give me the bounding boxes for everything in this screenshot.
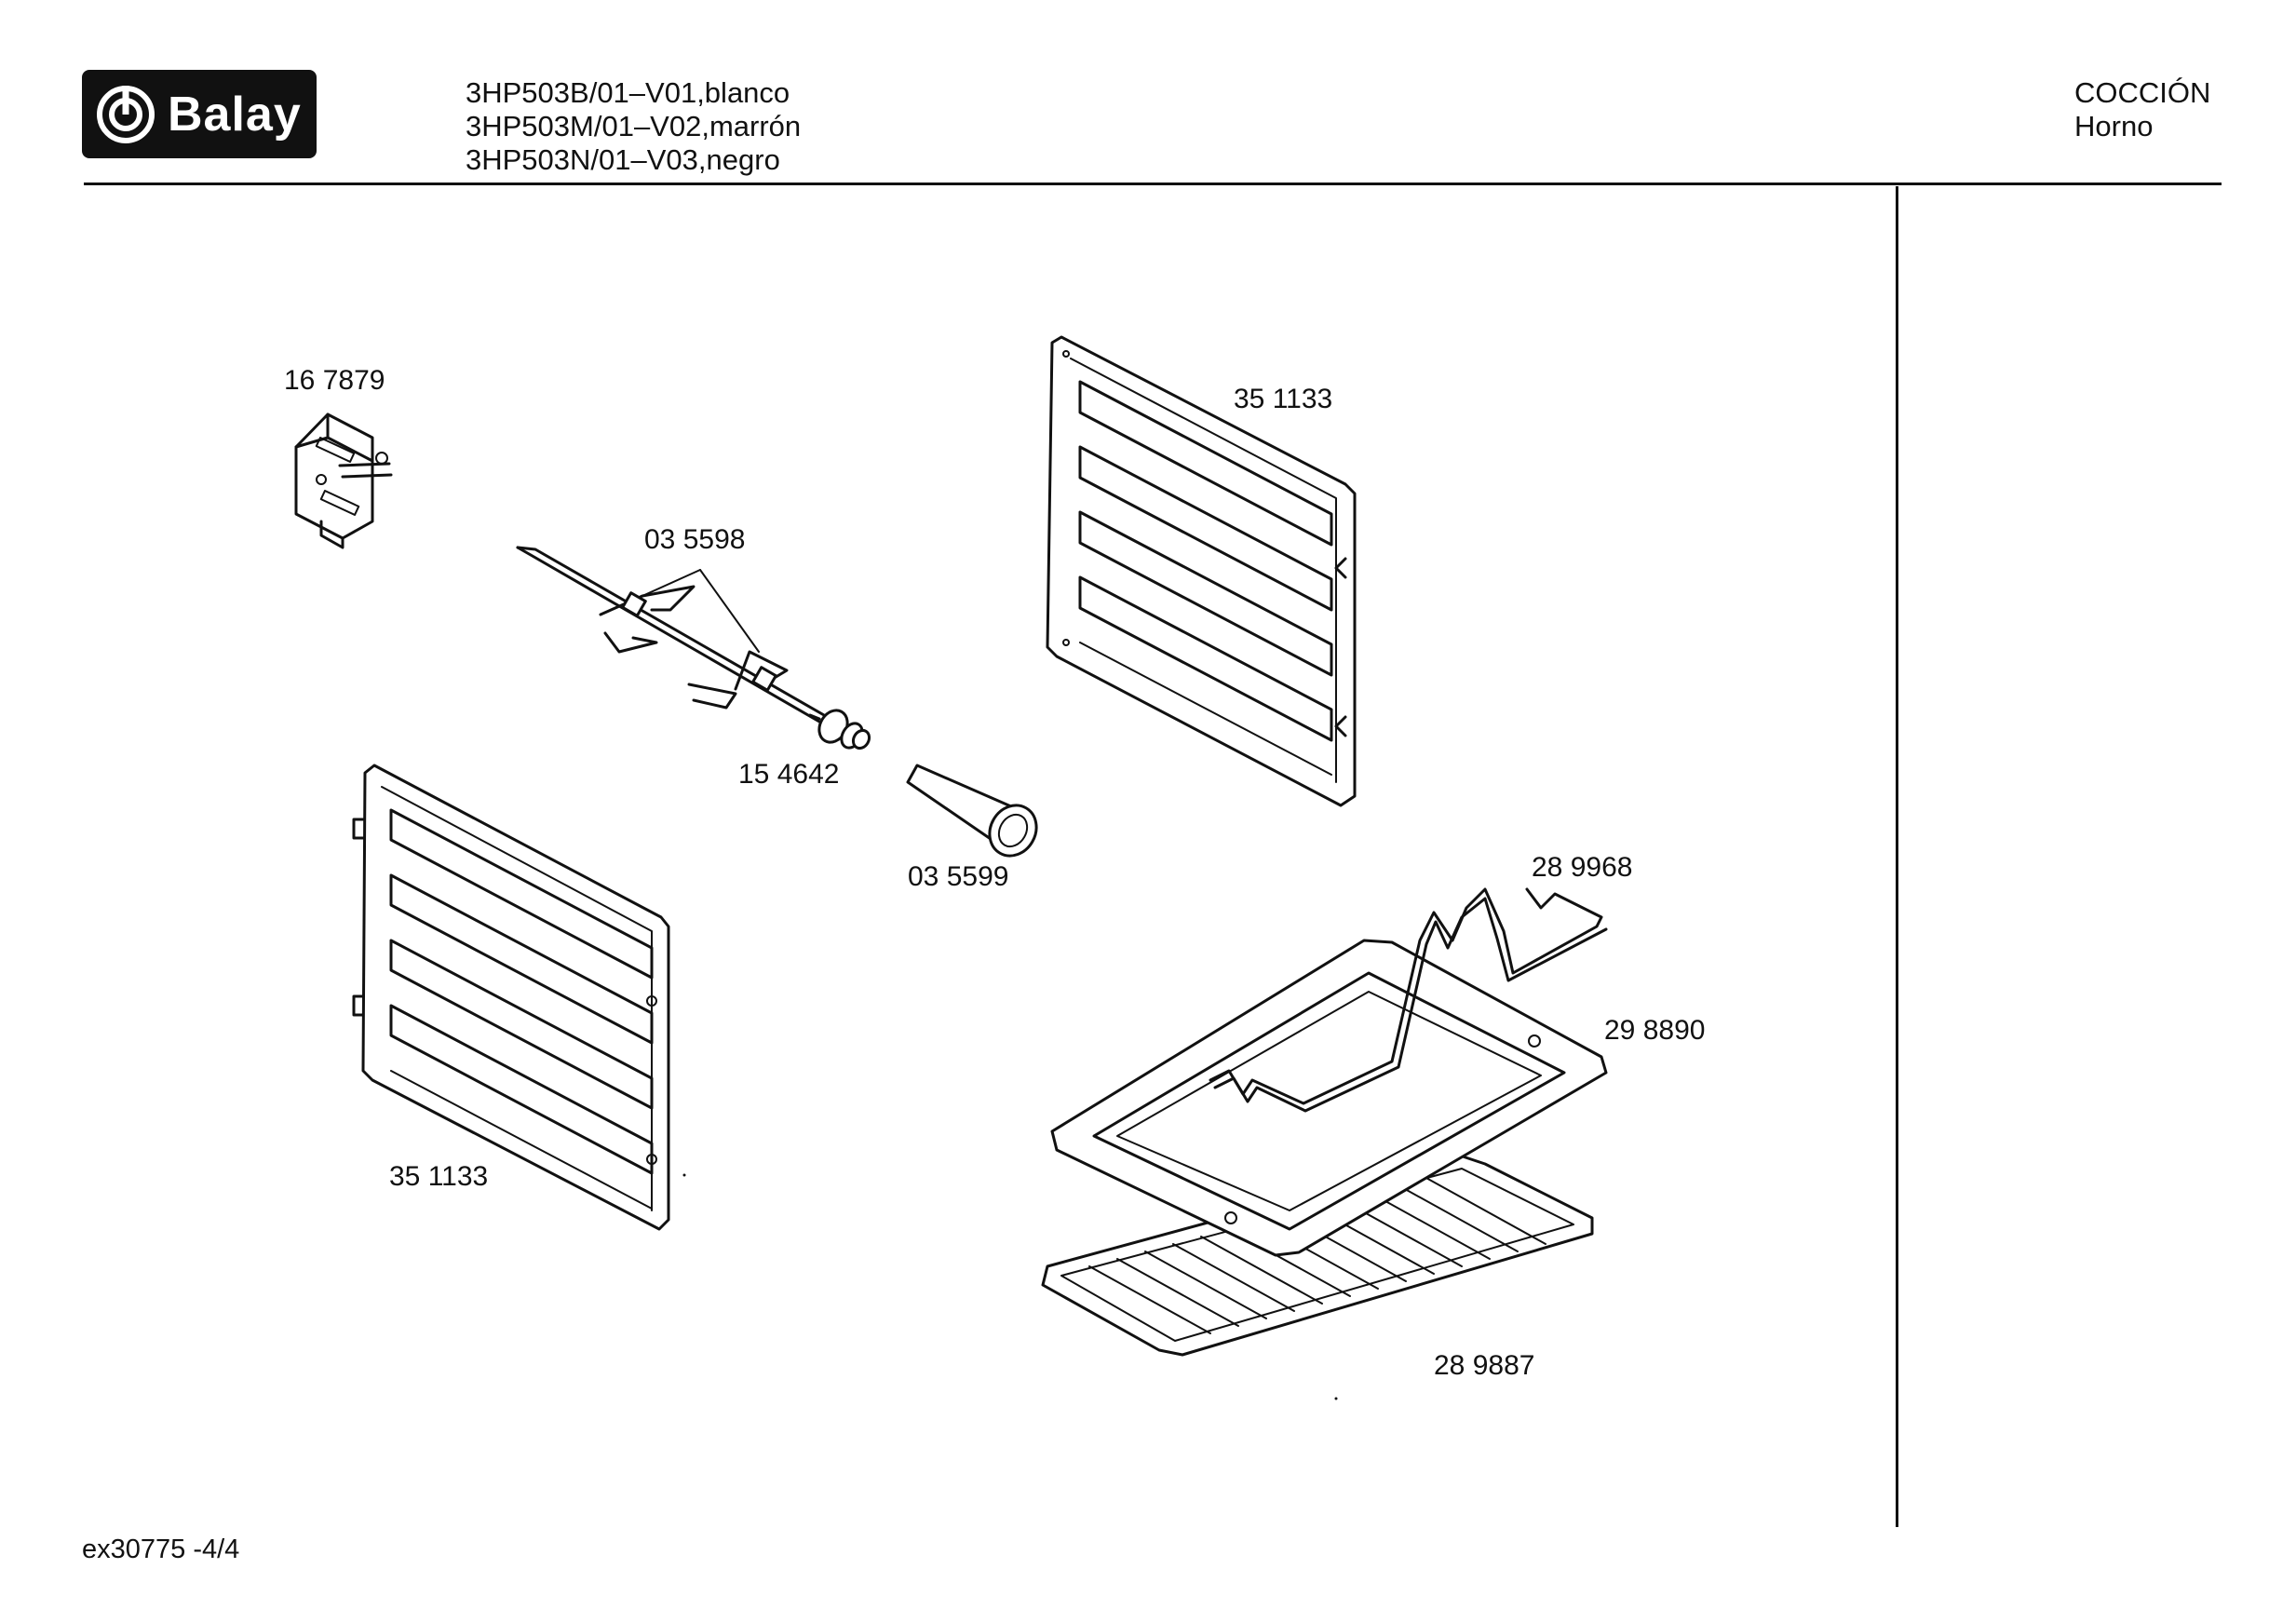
- part-number-351133-left: 35 1133: [389, 1161, 489, 1192]
- section-title: COCCIÓN Horno: [2074, 76, 2210, 143]
- spit-handle-part: [906, 764, 1038, 858]
- model-line: 3HP503B/01–V01,blanco: [466, 76, 790, 109]
- model-line: 3HP503M/01–V02,marrón: [466, 110, 802, 142]
- right-margin-rule: [1896, 186, 1898, 1527]
- part-number-167879: 16 7879: [284, 365, 385, 396]
- diagram-reference: ex30775 -4/4: [82, 1535, 240, 1564]
- spit-rod-part: [516, 546, 871, 750]
- section-line: Horno: [2074, 110, 2154, 142]
- part-number-351133-right: 35 1133: [1234, 384, 1333, 414]
- side-rack-right-part: [1046, 335, 1357, 807]
- part-number-035598: 03 5598: [644, 524, 746, 555]
- brand-logo: Balay: [82, 70, 317, 158]
- part-number-289968: 28 9968: [1532, 852, 1633, 883]
- part-number-298890: 29 8890: [1604, 1015, 1706, 1046]
- header-rule: [84, 183, 2222, 185]
- section-line: COCCIÓN: [2074, 76, 2211, 109]
- side-rack-left-part: [352, 764, 670, 1231]
- model-list: 3HP503B/01–V01,blanco 3HP503M/01–V02,mar…: [466, 76, 801, 177]
- part-number-035599: 03 5599: [908, 861, 1009, 892]
- part-number-154642: 15 4642: [738, 759, 840, 790]
- baking-tray-part: [1050, 939, 1608, 1257]
- part-number-289887: 28 9887: [1434, 1350, 1535, 1381]
- brand-name: Balay: [168, 87, 302, 142]
- wire-support-part: [1209, 887, 1608, 1113]
- model-line: 3HP503N/01–V03,negro: [466, 143, 780, 176]
- balay-logo-icon: [97, 85, 155, 143]
- rotisserie-motor-part: [294, 412, 393, 549]
